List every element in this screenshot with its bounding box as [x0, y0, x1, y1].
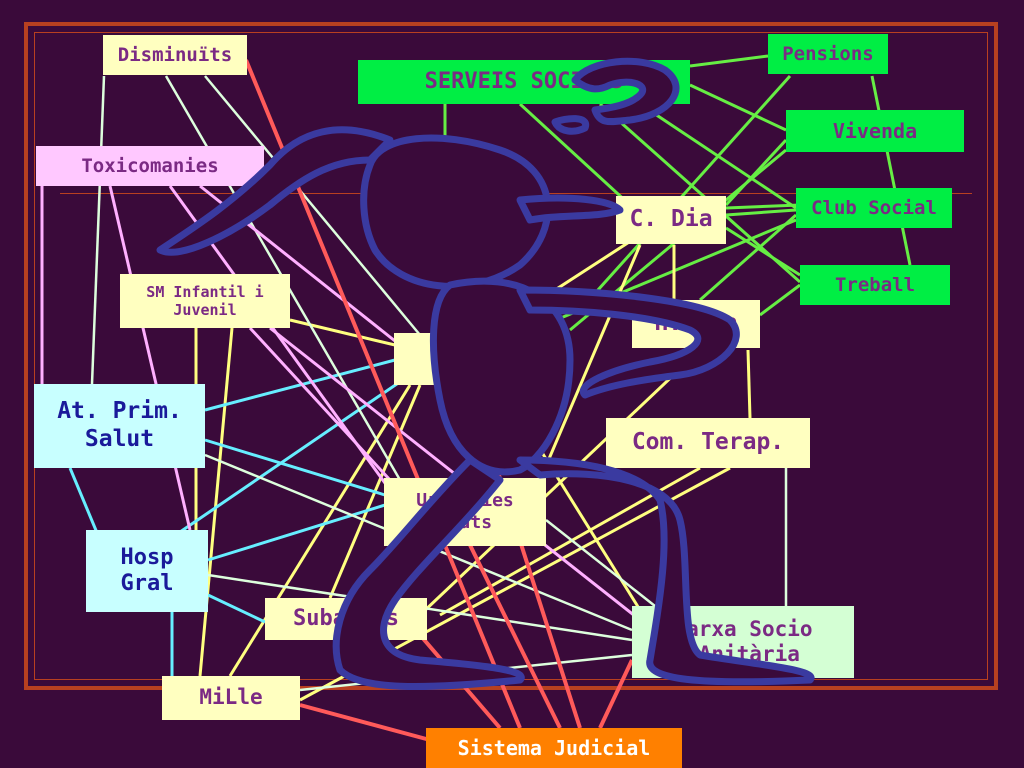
node-sm-infantil-line2: Juvenil: [173, 301, 237, 319]
node-club-social-label: Club Social: [811, 196, 937, 219]
line-tox-hosp: [108, 185, 192, 531]
line-atprim-csm: [204, 358, 396, 412]
node-mille-label: MiLle: [199, 685, 263, 710]
line-cdia-clubsocial: [725, 203, 801, 210]
line-urg-xarxa: [545, 519, 661, 611]
node-h-dia[interactable]: H. Dia: [632, 300, 760, 348]
line-ss-vivenda: [689, 83, 787, 132]
node-urgencies-line1: Urgències: [416, 490, 514, 512]
line-club-hdia: [699, 213, 797, 302]
node-serveis-socials-label: SERVEIS SOCIALS: [424, 68, 624, 94]
line-disminuits-atprim: [90, 75, 106, 385]
node-toxicomanies[interactable]: Toxicomanies: [36, 146, 264, 186]
line-mille-judicial: [299, 703, 431, 742]
line-sminf-csm: [289, 318, 396, 347]
node-disminuits-label: Disminuïts: [117, 43, 233, 66]
node-c-dia-label: C. Dia: [629, 206, 713, 233]
node-sm-infantil[interactable]: SM Infantil i Juvenil: [120, 274, 290, 328]
line-vivenda-cdia: [724, 138, 788, 207]
node-treball-label: Treball: [834, 273, 916, 296]
line-atprim-hosp: [68, 467, 102, 541]
line-hdia-comterap: [746, 349, 752, 419]
line-treball-hdia: [759, 283, 801, 317]
node-pensions[interactable]: Pensions: [768, 34, 888, 74]
node-xarxa-line2: SAnitària: [686, 642, 800, 666]
line-treball-cdia: [725, 226, 801, 277]
node-vivenda-label: Vivenda: [832, 119, 918, 143]
line-ss-pensions: [689, 54, 769, 68]
line-csm-mille: [228, 384, 412, 677]
node-subaguts[interactable]: Subaguts: [265, 598, 427, 640]
line-sminf-mille: [198, 327, 234, 677]
node-pensions-label: Pensions: [782, 42, 874, 65]
node-sistema-judicial-label: Sistema Judicial: [457, 736, 651, 760]
line-cdia-csm: [469, 233, 641, 347]
line-hosp-subaguts: [207, 593, 266, 624]
node-club-social[interactable]: Club Social: [796, 188, 952, 228]
line-xarxa-judicial: [598, 659, 634, 729]
line-club-cdia: [725, 208, 797, 217]
node-subaguts-label: Subaguts: [293, 605, 399, 631]
node-com-terap-label: Com. Terap.: [631, 429, 785, 456]
node-csm[interactable]: CSM: [394, 333, 518, 385]
line-ss-cdia: [518, 102, 632, 207]
node-xarxa-socio-sanitaria[interactable]: Xarxa Socio SAnitària: [632, 606, 854, 678]
node-sistema-judicial[interactable]: Sistema Judicial: [426, 728, 682, 768]
node-csm-label: CSM: [428, 341, 484, 376]
node-toxicomanies-label: Toxicomanies: [81, 154, 219, 177]
line-sminf-urg: [248, 326, 392, 482]
node-hosp-line2: Gral: [120, 571, 174, 596]
node-urgencies-aguts[interactable]: Urgències Aguts: [384, 478, 546, 546]
node-vivenda[interactable]: Vivenda: [786, 110, 964, 152]
line-pensions-treball: [870, 75, 912, 266]
node-sm-infantil-line1: SM Infantil i: [146, 283, 264, 301]
node-urgencies-line2: Aguts: [437, 512, 493, 533]
node-treball[interactable]: Treball: [800, 265, 950, 305]
node-serveis-socials[interactable]: SERVEIS SOCIALS: [358, 60, 690, 104]
node-com-terap[interactable]: Com. Terap.: [606, 418, 810, 468]
node-h-dia-label: H. Dia: [654, 310, 738, 337]
node-hosp-line1: Hosp: [120, 544, 174, 570]
node-disminuits[interactable]: Disminuïts: [103, 35, 247, 75]
node-mille[interactable]: MiLle: [162, 676, 300, 720]
node-at-prim-salut[interactable]: At. Prim. Salut: [34, 384, 205, 468]
node-c-dia[interactable]: C. Dia: [616, 196, 726, 244]
line-pensions-hdia: [578, 74, 792, 312]
line-hosp-csm: [179, 373, 411, 534]
node-at-prim-line1: At. Prim.: [57, 398, 182, 425]
node-hosp-gral[interactable]: Hosp Gral: [86, 530, 208, 612]
node-at-prim-line2: Salut: [84, 426, 155, 452]
node-xarxa-line1: Xarxa Socio: [673, 616, 813, 641]
